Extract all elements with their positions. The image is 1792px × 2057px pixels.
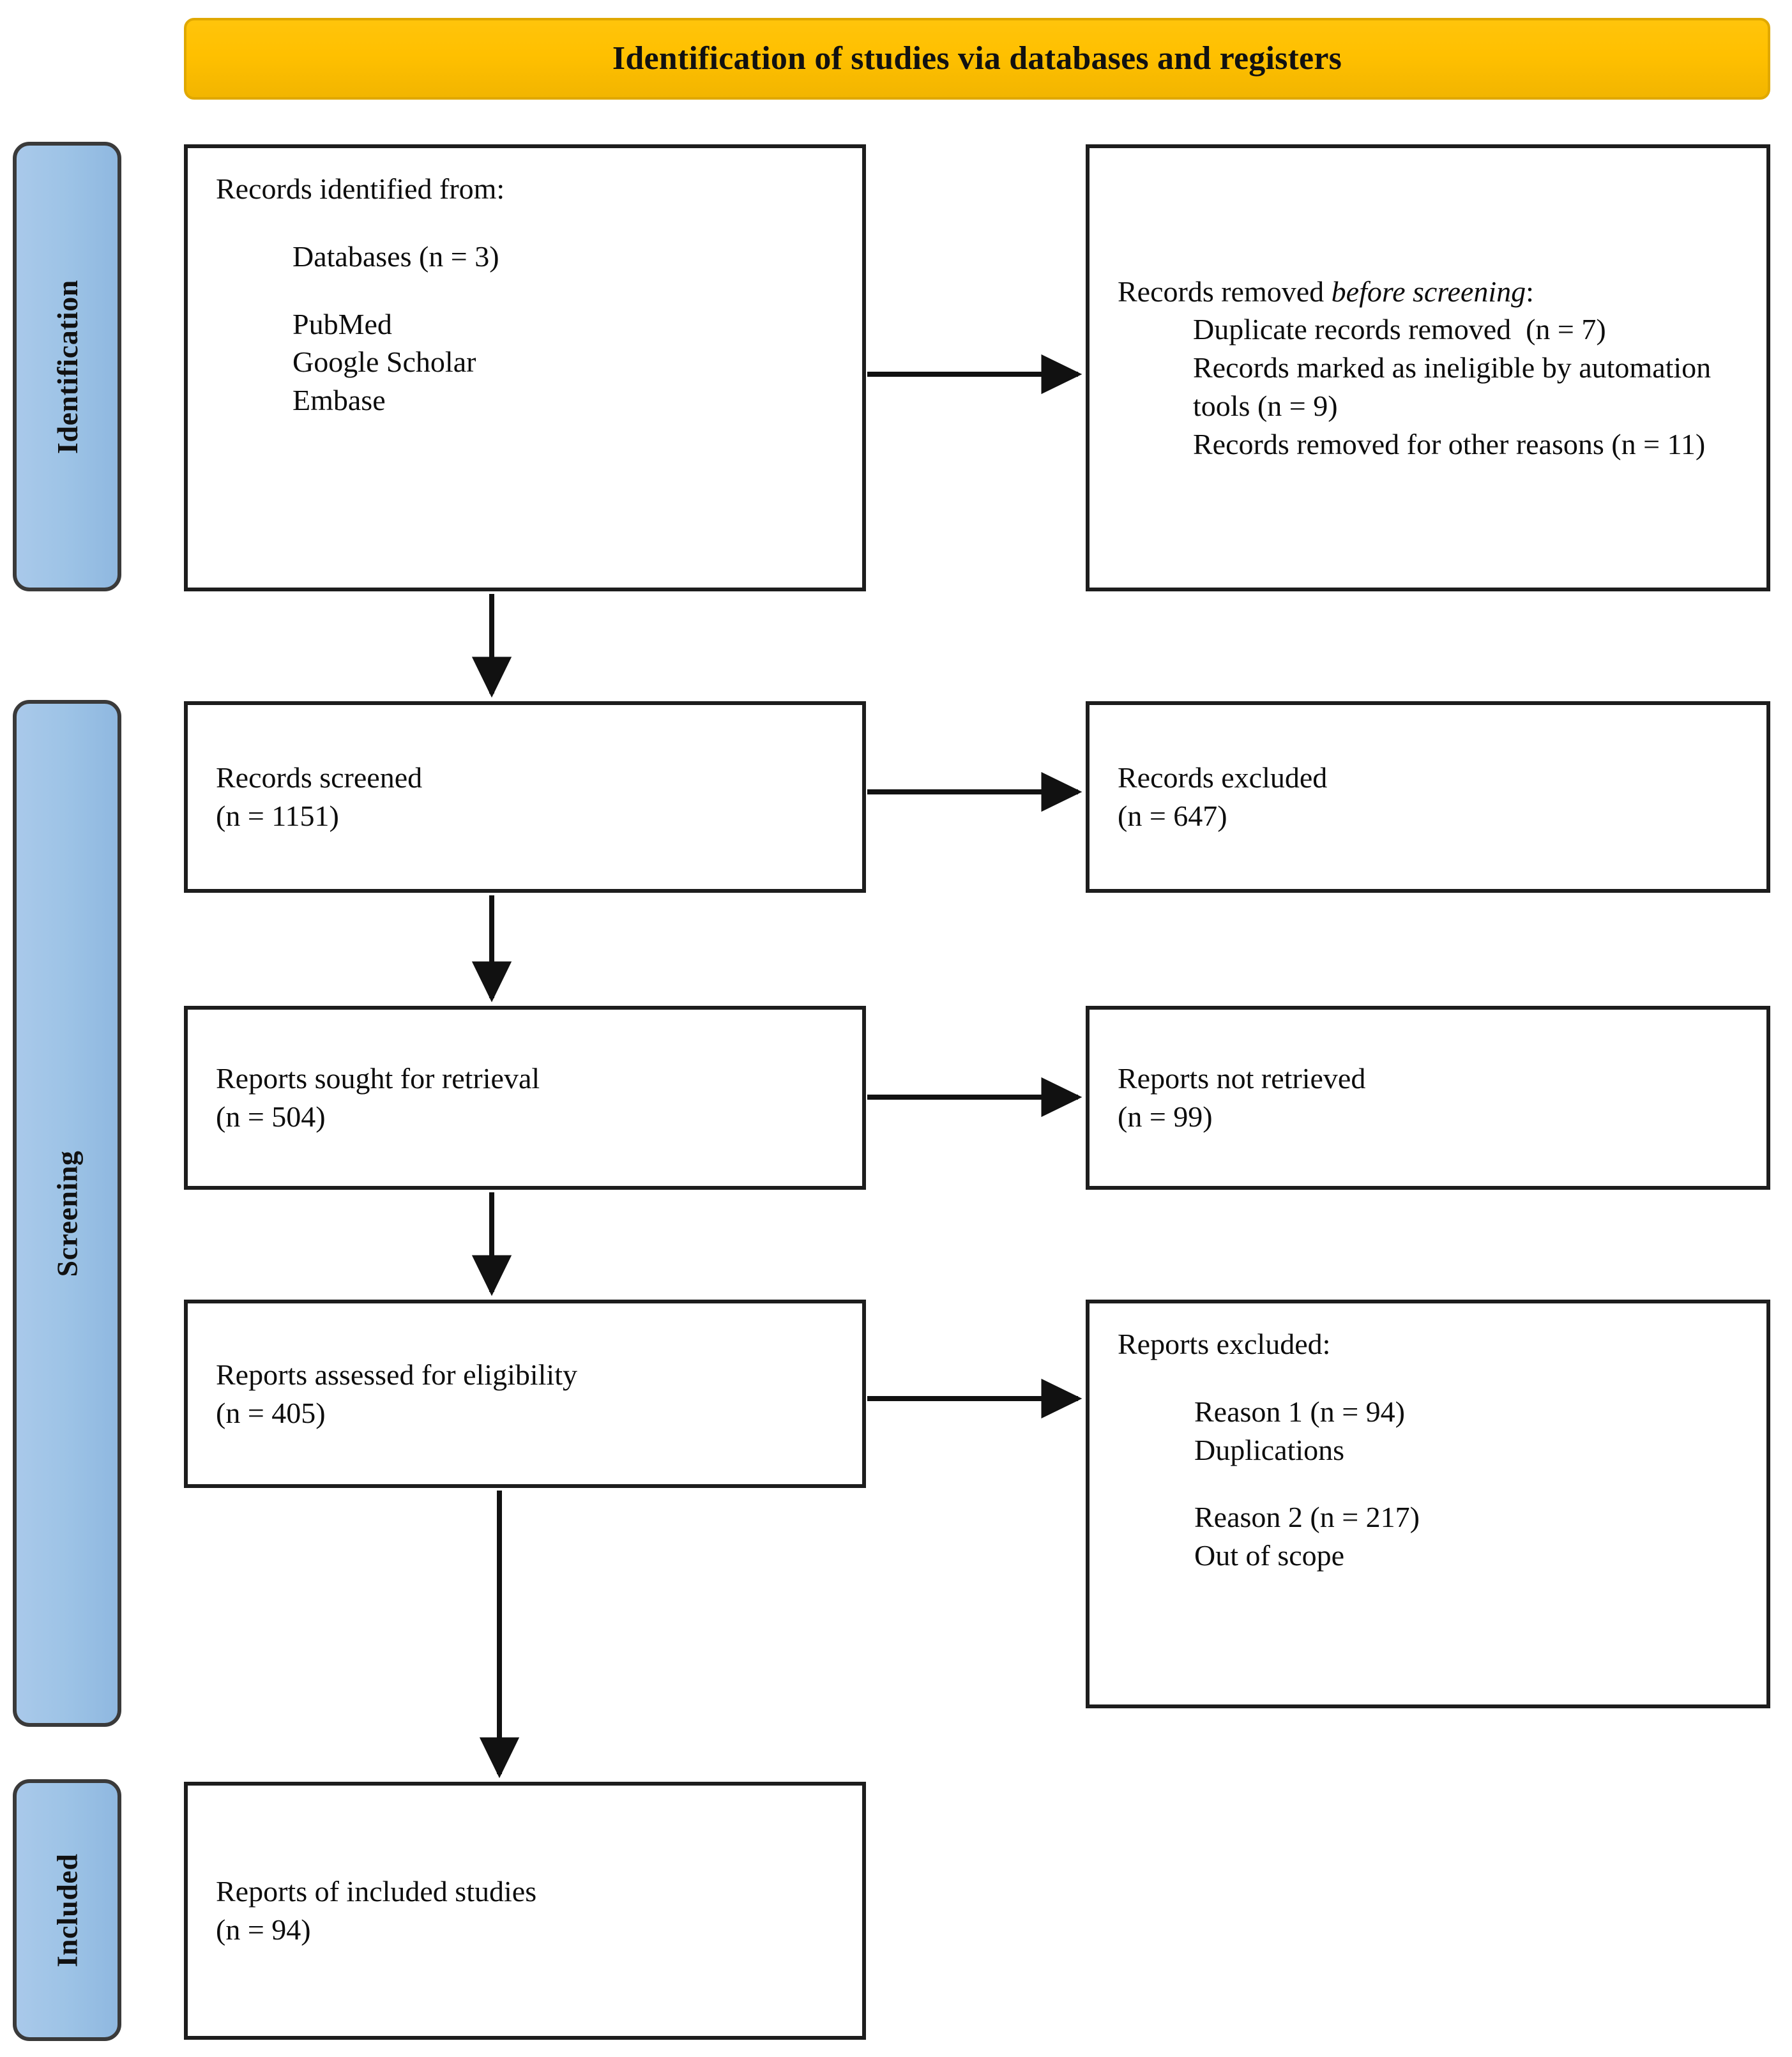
records-identified-heading: Records identified from: (216, 172, 505, 205)
records-removed-heading: Records removed before screening: (1118, 273, 1738, 311)
phase-label-screening: Screening (50, 1150, 84, 1277)
phase-tab-included: Included (13, 1779, 121, 2041)
phase-tab-identification: Identification (13, 142, 121, 591)
records-screened-count: (n = 1151) (216, 800, 339, 832)
diagram-header-banner: Identification of studies via databases … (184, 18, 1770, 100)
reports-assessed-label: Reports assessed for eligibility (216, 1358, 577, 1391)
records-removed-heading-plain: Records removed (1118, 275, 1332, 308)
reports-sought-label: Reports sought for retrieval (216, 1062, 540, 1095)
phase-tab-screening: Screening (13, 700, 121, 1727)
reports-assessed-count: (n = 405) (216, 1396, 326, 1429)
box-records-identified: Records identified from: Databases (n = … (184, 144, 866, 591)
box-reports-included: Reports of included studies (n = 94) (184, 1782, 866, 2040)
records-identified-source-1: PubMed (292, 307, 392, 340)
records-excluded-count: (n = 647) (1118, 800, 1227, 832)
records-excluded-label: Records excluded (1118, 761, 1328, 794)
records-removed-item-3: Records removed for other reasons (n = 1… (1193, 427, 1706, 460)
records-removed-item-1: Duplicate records removed (n = 7) (1193, 313, 1606, 346)
box-records-excluded: Records excluded (n = 647) (1086, 701, 1770, 893)
records-removed-item-2: Records marked as ineligible by automati… (1193, 351, 1719, 422)
spacer (1118, 1469, 1738, 1498)
reports-excluded-reason-2-text: Out of scope (1194, 1539, 1345, 1572)
records-screened-label: Records screened (216, 761, 423, 794)
spacer (216, 276, 834, 305)
records-identified-source-2: Google Scholar (292, 345, 476, 379)
reports-sought-count: (n = 504) (216, 1100, 326, 1133)
box-records-removed: Records removed before screening: Duplic… (1086, 144, 1770, 591)
box-records-screened: Records screened (n = 1151) (184, 701, 866, 893)
reports-included-label: Reports of included studies (216, 1875, 537, 1908)
reports-excluded-reason-1-count: Reason 1 (n = 94) (1194, 1395, 1405, 1428)
reports-excluded-reason-2-count: Reason 2 (n = 217) (1194, 1501, 1420, 1534)
reports-excluded-reason-1-text: Duplications (1194, 1433, 1345, 1466)
records-identified-databases: Databases (n = 3) (292, 239, 499, 273)
records-removed-heading-italic: before screening (1331, 275, 1526, 308)
box-reports-sought: Reports sought for retrieval (n = 504) (184, 1006, 866, 1190)
box-reports-excluded-reasons: Reports excluded: Reason 1 (n = 94) Dupl… (1086, 1300, 1770, 1708)
reports-not-retrieved-label: Reports not retrieved (1118, 1062, 1366, 1095)
spacer (216, 208, 834, 238)
spacer (1118, 1363, 1738, 1393)
records-identified-source-3: Embase (292, 384, 386, 417)
phase-label-identification: Identification (50, 279, 84, 454)
reports-excluded-heading: Reports excluded: (1118, 1328, 1331, 1360)
phase-label-included: Included (50, 1853, 84, 1967)
diagram-title: Identification of studies via databases … (612, 40, 1342, 77)
records-removed-heading-colon: : (1526, 275, 1534, 308)
box-reports-assessed: Reports assessed for eligibility (n = 40… (184, 1300, 866, 1488)
box-reports-not-retrieved: Reports not retrieved (n = 99) (1086, 1006, 1770, 1190)
reports-not-retrieved-count: (n = 99) (1118, 1100, 1213, 1133)
reports-included-count: (n = 94) (216, 1913, 311, 1946)
